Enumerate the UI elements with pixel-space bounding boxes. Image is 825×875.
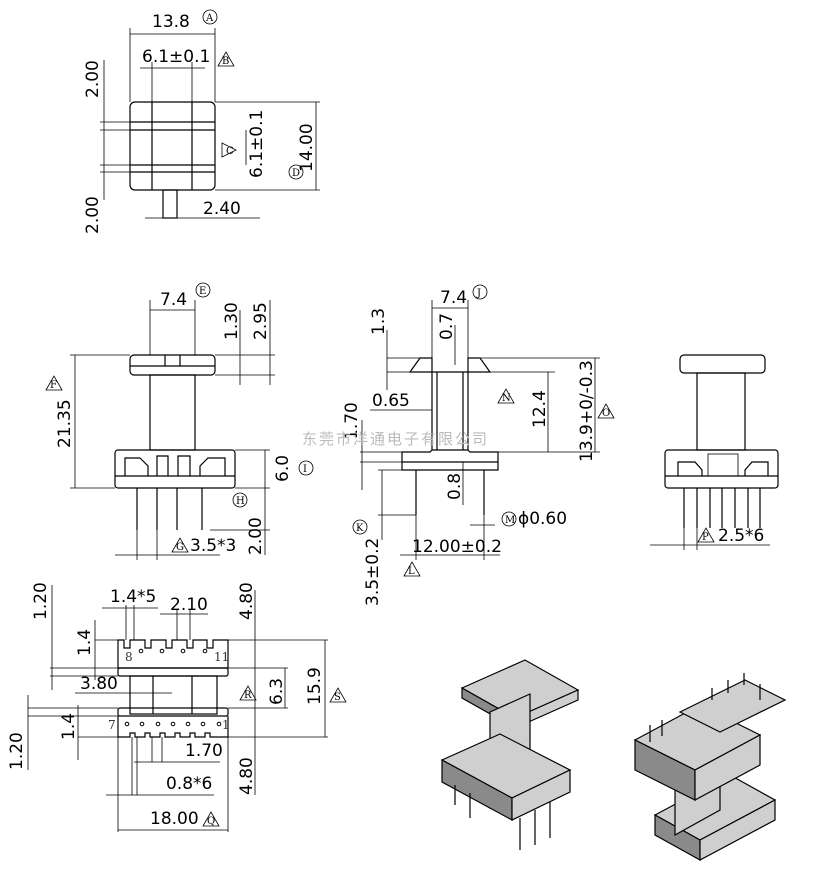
mark-l: L xyxy=(408,566,415,577)
pin-label-7: 7 xyxy=(108,718,116,732)
mark-n: N xyxy=(502,393,511,404)
watermark: 东莞市洋通电子有限公司 xyxy=(302,430,489,448)
dim-offset-bottom: 4.80 xyxy=(237,757,257,795)
dim-side-5: 0.8 xyxy=(445,473,465,500)
mark-j: J xyxy=(476,288,481,299)
mark-g: G xyxy=(176,542,184,553)
pin-label-11: 11 xyxy=(214,650,229,664)
dim-side-4: 1.70 xyxy=(342,402,362,440)
dim-slot-width: 2.10 xyxy=(170,595,208,615)
mark-k: K xyxy=(356,523,364,534)
isometric-view-2 xyxy=(633,673,787,862)
pin-label-8: 8 xyxy=(125,650,133,664)
dim-side-1: 1.3 xyxy=(369,308,389,335)
dim-core-x: 3.80 xyxy=(80,674,118,694)
dim-bottom-gap: 1.20 xyxy=(7,732,27,770)
pin-label-1: 1 xyxy=(222,718,230,732)
mark-q: Q xyxy=(207,816,215,827)
mark-f: F xyxy=(50,380,57,391)
dim-flange-total: 2.95 xyxy=(251,302,271,340)
dim-bottom-offset: 2.00 xyxy=(83,196,103,234)
dim-slot-bottom: 1.70 xyxy=(185,741,223,761)
dim-flange: 1.30 xyxy=(222,302,242,340)
dim-pin-length: 2.00 xyxy=(246,517,266,555)
front-view: 7.4 E 1.30 2.95 21.35 F 6.0 I 2.00 H G 3… xyxy=(45,282,314,560)
mark-h: H xyxy=(236,496,245,507)
dim-side-2: 0.7 xyxy=(437,313,457,340)
dim-side-3: 0.65 xyxy=(372,391,410,411)
dim-inner: 6.1±0.1 xyxy=(247,110,267,178)
dim-standoff: 3.5±0.2 xyxy=(363,538,383,606)
dim-height: 21.35 xyxy=(55,399,75,448)
dim-slot: 6.1±0.1 xyxy=(142,47,210,67)
isometric-view-1 xyxy=(440,659,580,850)
dim-slot-depth-bottom: 1.4 xyxy=(59,713,79,740)
mark-b: B xyxy=(222,56,229,67)
dim-base: 6.0 xyxy=(273,455,293,482)
mark-a: A xyxy=(205,13,214,24)
bottom-view: 8 11 7 1 1.20 1.4*5 2.10 4.80 1.4 3.80 R… xyxy=(7,582,347,832)
dim-slot-depth-top: 1.4 xyxy=(75,629,95,656)
mark-i: I xyxy=(303,464,307,475)
dim-offset-top: 4.80 xyxy=(237,582,257,620)
mark-p: P xyxy=(702,532,709,543)
dim-window: 12.4 xyxy=(530,390,550,428)
dim-pitch: 3.5*3 xyxy=(190,536,236,556)
dim-right-pitch: 2.5*6 xyxy=(718,526,764,546)
dim-total: 15.9 xyxy=(305,667,325,705)
dim-row: 12.00±0.2 xyxy=(412,537,502,557)
mark-c: C xyxy=(226,146,234,157)
dim-slots-bottom: 0.8*6 xyxy=(166,774,212,794)
mark-s: S xyxy=(334,692,341,703)
dim-bottom-width: 18.00 xyxy=(150,809,199,829)
dim-top-offset: 2.00 xyxy=(83,60,103,98)
dim-depth: 14.00 xyxy=(297,123,317,172)
dim-top-gap: 1.20 xyxy=(31,582,51,620)
dim-slots-top: 1.4*5 xyxy=(110,587,156,607)
mark-o: O xyxy=(602,408,610,419)
side-view: 7.4 J 1.3 0.7 0.65 1.70 N 12.4 13.9+0/-0… xyxy=(342,284,615,606)
dim-core: 7.4 xyxy=(160,290,187,310)
mark-d: D xyxy=(292,168,300,179)
right-view: P 2.5*6 xyxy=(650,354,779,550)
dim-side-core: 7.4 xyxy=(440,288,467,308)
dim-overall: 13.9+0/-0.3 xyxy=(577,360,597,462)
dim-core-height: 6.3 xyxy=(267,678,287,705)
top-view: 13.8 A 6.1±0.1 B 2.00 2.00 6.1±0.1 C 14.… xyxy=(83,9,320,234)
dim-pin: 2.40 xyxy=(203,199,241,219)
mark-m: M xyxy=(505,515,515,526)
mark-r: R xyxy=(244,690,252,701)
mark-e: E xyxy=(199,286,206,297)
dim-width: 13.8 xyxy=(152,12,190,32)
dim-pin-dia: ϕ0.60 xyxy=(518,509,567,529)
